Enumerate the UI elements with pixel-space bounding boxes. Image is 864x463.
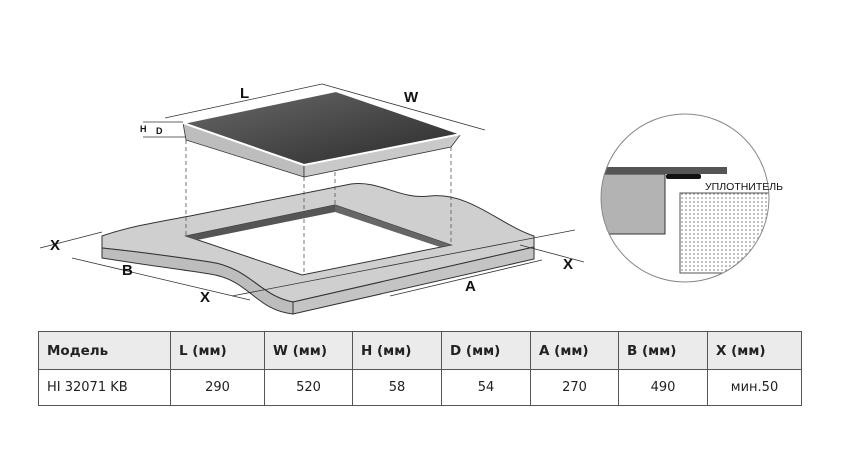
table-header-row: Модель L (мм) W (мм) H (мм) D (мм) A (мм… [38,331,802,370]
label-X-bottom: X [200,289,210,306]
label-X-right: X [563,256,573,273]
header-B: B (мм) [618,331,708,370]
header-H: H (мм) [352,331,442,370]
countertop [101,182,535,315]
label-A: A [465,278,476,295]
cell-L: 290 [170,369,265,406]
label-X-left: X [50,237,60,254]
cell-model: HI 32071 KB [38,369,171,406]
label-H: H [140,124,147,134]
header-X: X (мм) [707,331,802,370]
cell-H: 58 [352,369,442,406]
header-A: A (мм) [530,331,619,370]
cell-B: 490 [618,369,708,406]
label-D: D [156,126,163,136]
cell-X: мин.50 [707,369,802,406]
header-W: W (мм) [264,331,353,370]
cell-A: 270 [530,369,619,406]
hob [179,89,465,178]
projection-lines [185,140,452,275]
dimension-lines [39,83,585,301]
table-row: HI 32071 KB 290 520 58 54 270 490 мин.50 [38,369,802,406]
dimensions-table: Модель L (мм) W (мм) H (мм) D (мм) A (мм… [38,331,802,406]
seal-detail: УПЛОТНИТЕЛЬ [600,113,783,283]
seal-label: УПЛОТНИТЕЛЬ [705,181,783,193]
header-D: D (мм) [441,331,531,370]
label-W: W [404,89,419,106]
header-L: L (мм) [170,331,265,370]
cell-W: 520 [264,369,353,406]
label-B: B [122,262,133,279]
label-L: L [240,85,249,102]
header-model: Модель [38,331,171,370]
cell-D: 54 [441,369,531,406]
